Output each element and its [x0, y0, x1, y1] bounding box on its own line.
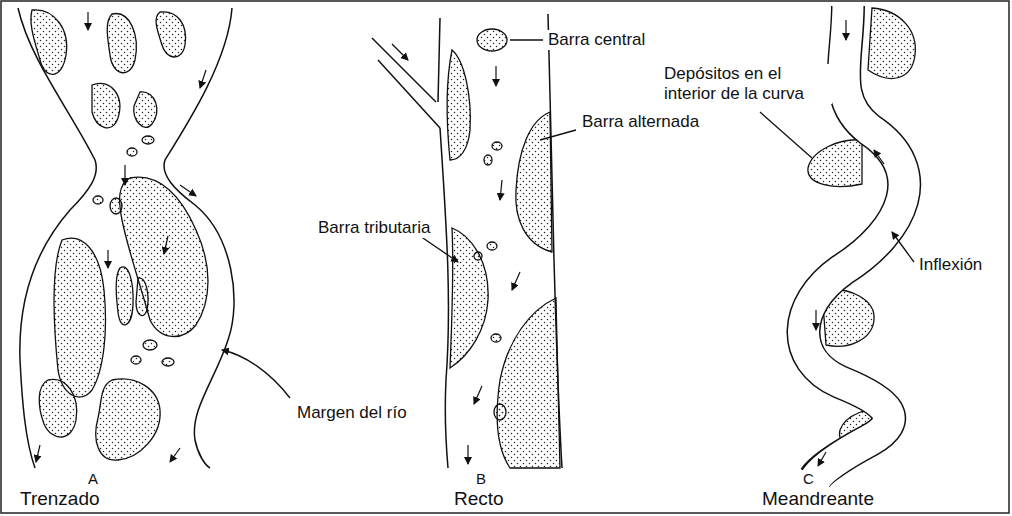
leader-lines — [420, 40, 576, 262]
panel-letter: C — [801, 470, 816, 487]
panel-title: Meandreante — [760, 488, 876, 510]
panel-title: Recto — [452, 488, 506, 510]
part-label: Barra central — [546, 30, 647, 50]
part-label: Barra tributaria — [316, 218, 432, 238]
panel-title: Trenzado — [18, 488, 102, 510]
part-label: Depósitos en el interior de la curva — [662, 64, 832, 104]
part-label: Inflexión — [917, 255, 984, 275]
leader-lines — [760, 112, 914, 262]
leader-line — [222, 350, 290, 398]
panel-letter: A — [86, 470, 100, 487]
straight-bars — [447, 29, 560, 468]
flow-arrows — [392, 44, 520, 464]
straight-river — [372, 14, 562, 468]
part-label: Margen del río — [295, 403, 409, 423]
flow-arrows — [36, 12, 206, 462]
braided-river — [18, 8, 234, 468]
braided-bars — [31, 10, 208, 460]
part-label: Barra alternada — [580, 112, 701, 132]
panel-letter: B — [474, 470, 488, 487]
